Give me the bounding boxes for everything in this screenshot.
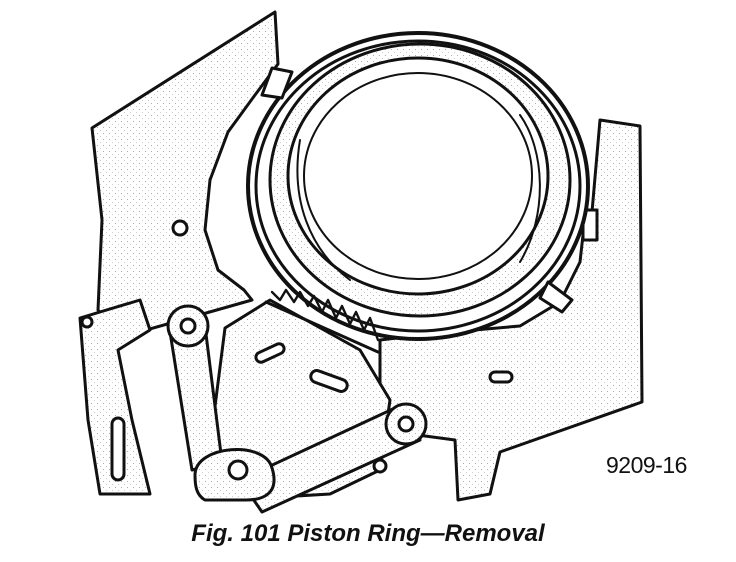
figure-reference-code: 9209-16 [606, 452, 687, 478]
ring-gap-base [264, 300, 380, 354]
handle-left [78, 298, 152, 496]
lever-pivot-top-hole [179, 317, 197, 335]
jaw-tab [581, 208, 599, 242]
figure-caption: Fig. 101 Piston Ring—Removal [191, 520, 545, 547]
ring-tab-left [260, 66, 294, 100]
slot-right [488, 370, 514, 384]
expander-jaw-right [378, 118, 644, 502]
pivot-left [80, 315, 94, 329]
crown-shadow-left [296, 139, 351, 281]
mounting-hole-left [171, 219, 189, 237]
ring-tab-right [538, 280, 574, 314]
crown-shadow-right [519, 114, 541, 263]
piston-crown [303, 72, 533, 280]
handle-slot [110, 416, 126, 482]
lever-pivot-right-hole [397, 415, 415, 433]
stud [372, 458, 388, 474]
piston-ring-inner-edge [254, 39, 582, 333]
slot-lower [254, 342, 286, 364]
slot-lower-2 [309, 369, 349, 393]
lower-hub-hole [227, 459, 249, 481]
lever-arm-left [168, 324, 224, 472]
ring-gap-teeth [270, 288, 380, 342]
